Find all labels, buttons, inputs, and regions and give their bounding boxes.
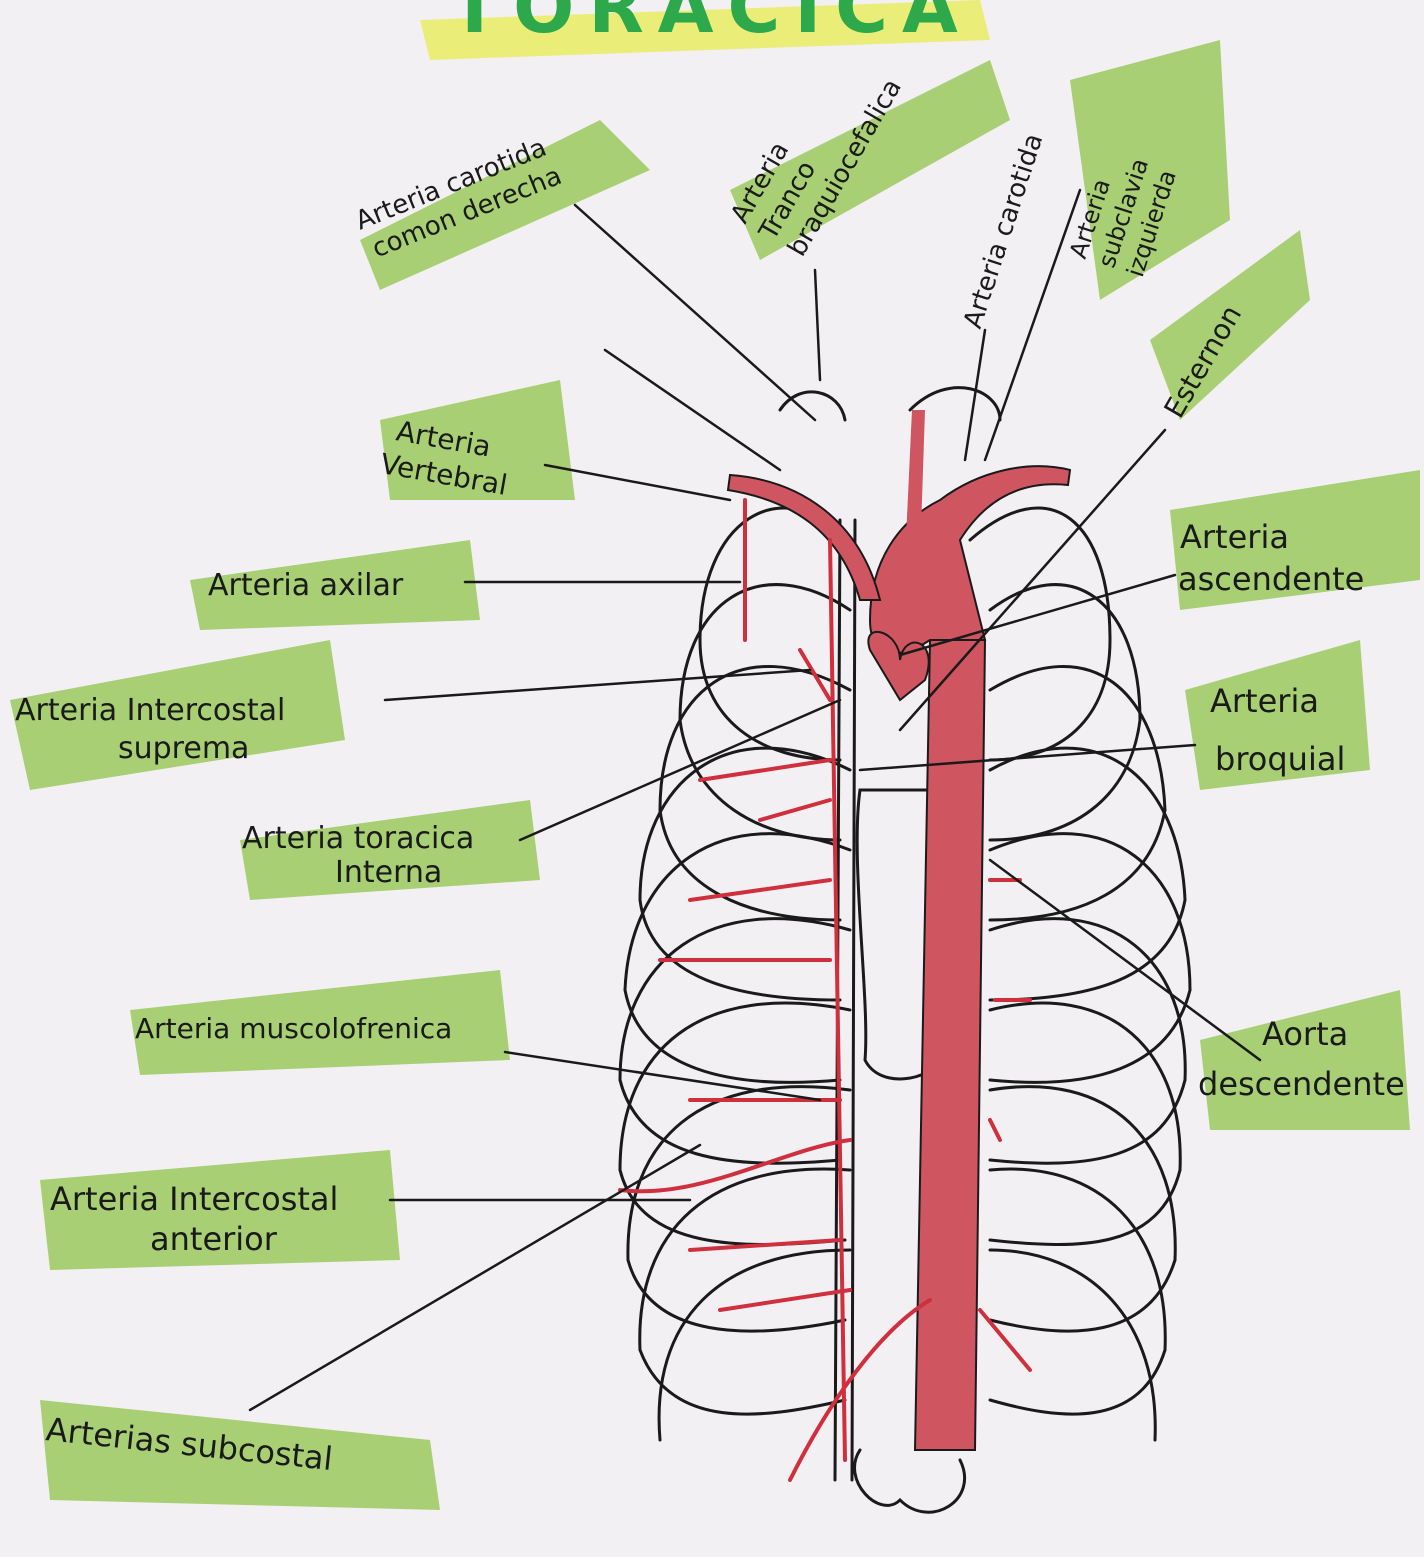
label-axilar: Arteria axilar	[208, 568, 404, 603]
leader-suprema	[385, 670, 810, 700]
label-musculofrenica: Arteria muscolofrenica	[135, 1012, 452, 1045]
spine-base	[855, 1450, 965, 1512]
page-title: TORACICA	[450, 0, 972, 49]
aortic-arch-vessel	[870, 466, 1070, 653]
leader-broquial	[860, 745, 1195, 770]
leader-lines	[250, 190, 1260, 1410]
label-carotida: Arteria carotida	[958, 130, 1049, 332]
ribs-right-side	[620, 508, 850, 1440]
leader-carotida	[965, 330, 985, 460]
brachiocephalic-vessel	[728, 475, 880, 600]
ribs-left-side	[970, 508, 1190, 1440]
leader-tronco	[815, 270, 820, 380]
leader-top-extra	[605, 350, 780, 470]
leader-musculofrenica	[505, 1052, 820, 1100]
title-group: TORACICA	[420, 0, 990, 60]
highlight-aorta-descendente	[1200, 990, 1410, 1130]
clavicles	[780, 388, 1000, 420]
